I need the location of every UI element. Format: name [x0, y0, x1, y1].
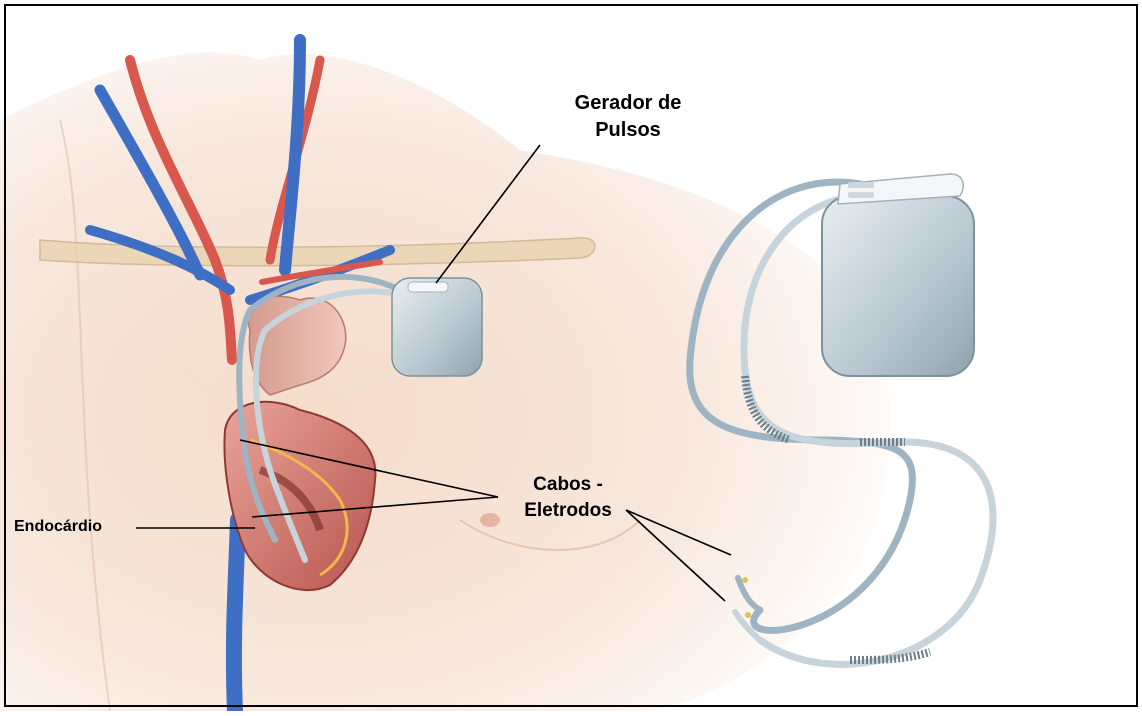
pulse-generator-label: Gerador de Pulsos [528, 90, 728, 144]
pulse-generator-label-line2: Pulsos [528, 117, 728, 144]
leads-label-line1: Cabos - [488, 472, 648, 498]
leads-label: Cabos - Eletrodos [488, 472, 648, 523]
leads-label-line2: Eletrodos [488, 498, 648, 524]
implanted-pulse-generator [392, 278, 482, 376]
pulse-generator-label-line1: Gerador de [528, 90, 728, 117]
endocardium-label: Endocárdio [14, 516, 102, 538]
